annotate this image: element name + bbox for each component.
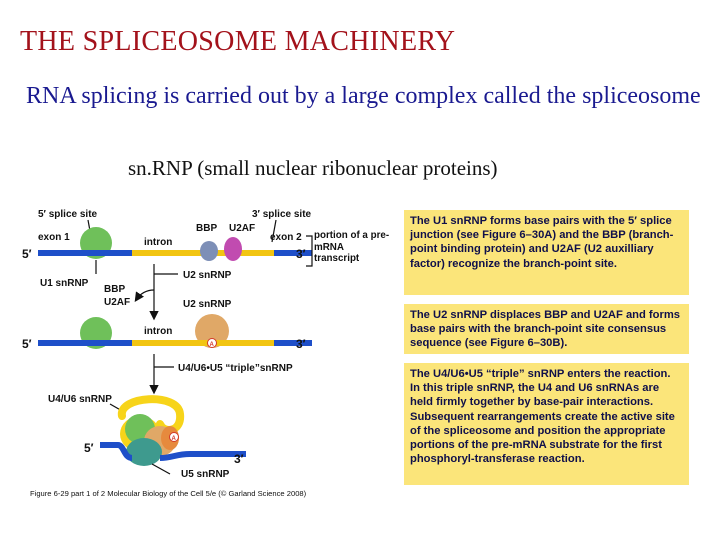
label-u2af-released: U2AF — [104, 297, 130, 308]
pre-mrna-label: portion of a pre-mRNA transcript — [314, 230, 389, 264]
label-three-prime-1: 3′ — [296, 247, 306, 261]
label-intron-1: intron — [144, 237, 172, 248]
branch-point-a-3: A — [172, 436, 177, 442]
label-bbp-released: BBP — [104, 284, 125, 295]
u2af-protein-1 — [224, 237, 242, 261]
label-five-prime-1: 5′ — [22, 247, 32, 261]
snrnp-definition: sn.RNP (small nuclear ribonuclear protei… — [128, 156, 498, 180]
label-u2-snrnp-bound: U2 snRNP — [183, 299, 232, 310]
slide-subtitle: RNA splicing is carried out by a large c… — [26, 83, 701, 109]
pointer-three-splice-site — [271, 219, 277, 243]
label-five-splice-site: 5′ splice site — [38, 209, 98, 220]
label-u2af-1: U2AF — [229, 223, 255, 234]
exon2-strand-1 — [274, 250, 312, 256]
label-u1-snrnp: U1 snRNP — [40, 278, 89, 289]
note-step-1: The U1 snRNP forms base pairs with the 5… — [404, 210, 689, 295]
branch-point-a-2: A — [210, 342, 215, 348]
intron-strand-2 — [132, 340, 274, 346]
branch-point-2 — [207, 338, 217, 348]
bbp-protein-1 — [200, 241, 218, 261]
u2-snrnp-particle-2 — [195, 314, 229, 348]
label-u2-snrnp-entering: U2 snRNP — [183, 270, 232, 281]
pointer-u5 — [151, 463, 171, 475]
note-step-2: The U2 snRNP displaces BBP and U2AF and … — [404, 304, 689, 354]
label-triple-snrnp: U4/U6•U5 “triple”snRNP — [178, 363, 293, 374]
label-intron-2: intron — [144, 326, 172, 337]
label-u4u6-snrnp: U4/U6 snRNP — [48, 394, 112, 405]
label-three-prime-2: 3′ — [296, 337, 306, 351]
label-five-prime-2: 5′ — [22, 337, 32, 351]
u5-snrnp-particle — [126, 438, 162, 466]
branch-point-3 — [169, 432, 179, 442]
label-three-prime-3: 3′ — [234, 452, 244, 466]
label-three-splice-site: 3′ splice site — [252, 209, 312, 220]
exon2-strand-3 — [159, 451, 246, 461]
label-bbp-1: BBP — [196, 223, 217, 234]
exon2-strand-2 — [274, 340, 312, 346]
label-exon1: exon 1 — [38, 232, 70, 243]
figure-caption: Figure 6-29 part 1 of 2 Molecular Biolog… — [30, 489, 307, 498]
slide-title: THE SPLICEOSOME MACHINERY — [20, 26, 456, 57]
exon1-strand-1 — [38, 250, 132, 256]
label-u5-snrnp: U5 snRNP — [181, 469, 230, 480]
arrow-bbp-u2af-released — [134, 289, 155, 302]
pre-mrna-bracket — [306, 235, 313, 267]
exon1-strand-2 — [38, 340, 132, 346]
label-five-prime-3: 5′ — [84, 441, 94, 455]
label-exon2: exon 2 — [270, 232, 302, 243]
note-step-3: The U4/U6•U5 “triple” snRNP enters the r… — [404, 363, 689, 485]
exon1-strand-3 — [100, 442, 133, 461]
